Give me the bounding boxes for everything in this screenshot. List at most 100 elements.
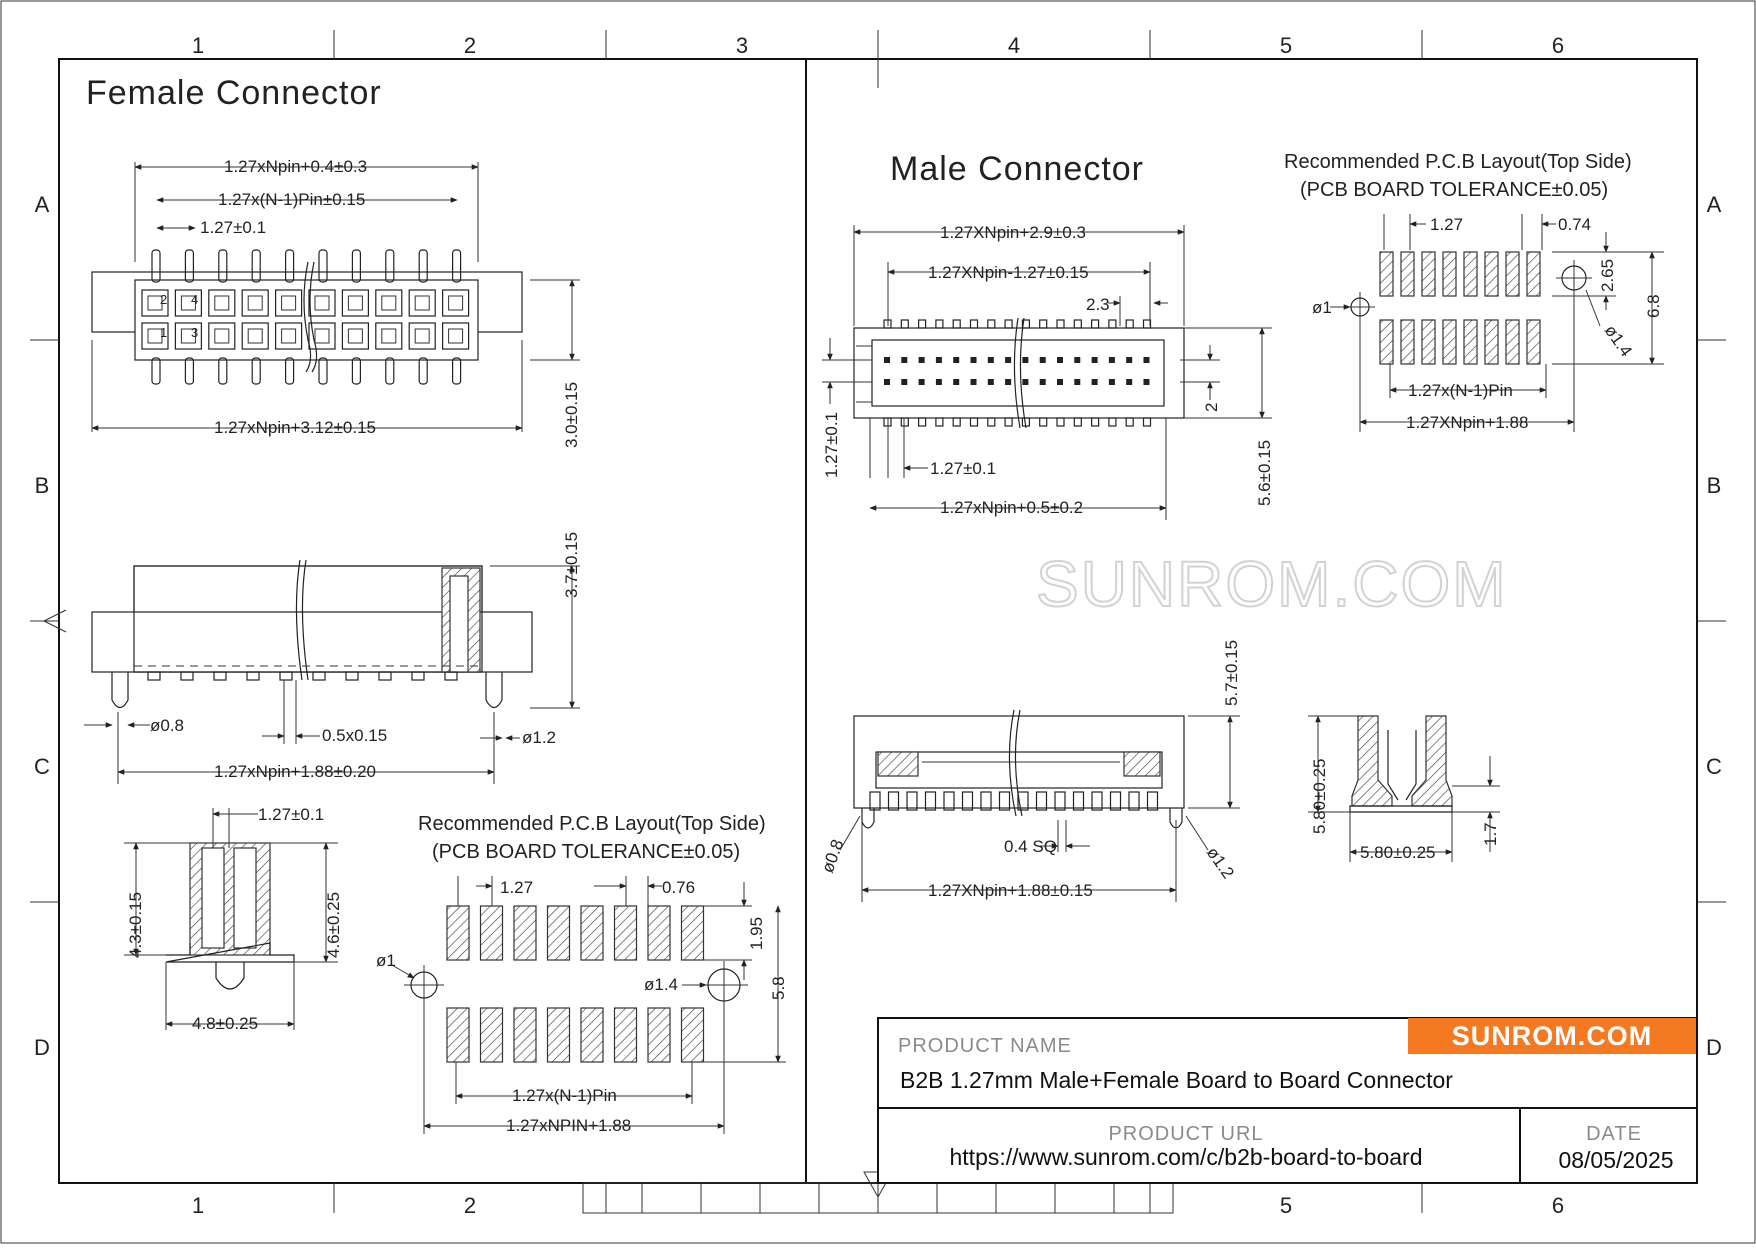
female-pin-top: [385, 249, 395, 283]
female-pcb-pad: [647, 1007, 671, 1063]
female-pin-top: [184, 249, 194, 283]
male-pcb-layout: Recommended P.C.B Layout(Top Side) (PCB …: [1284, 151, 1664, 432]
female-socket-inner: [381, 328, 397, 344]
male-side-pin: [943, 791, 955, 811]
female-socket-inner: [214, 295, 230, 311]
female-pin-top: [218, 249, 228, 283]
male-top-pin: [884, 357, 890, 363]
female-pcb-pad: [479, 1007, 504, 1063]
dim-female-body: 1.27xNpin+3.12±0.15: [214, 418, 376, 437]
grid-col-label: 6: [1552, 33, 1564, 58]
female-pin-bottom: [151, 357, 161, 385]
dim-male-pcb-hole-left: ø1: [1312, 298, 1332, 317]
male-side-view: 5.7±0.15 ø0.8 0.4 SQ ø1.2 1.27XNpin+1.88…: [818, 640, 1241, 902]
product-name-label: PRODUCT NAME: [898, 1035, 1072, 1057]
female-pcb-pad: [513, 1007, 537, 1063]
dim-female-peg: ø0.8: [150, 716, 184, 735]
female-pcb-pad: [613, 1007, 638, 1063]
male-top-pin: [1126, 379, 1133, 385]
male-top-pin: [1005, 357, 1012, 363]
female-pcb-pads: [446, 905, 705, 1063]
dim-female-pcb-hole-right: ø1.4: [644, 975, 678, 994]
male-top-pin: [1005, 379, 1012, 385]
male-top-lead: [969, 319, 979, 329]
female-pin-top: [285, 249, 295, 283]
female-socket-inner: [448, 295, 464, 311]
dim-female-pins: 1.27x(N-1)Pin±0.15: [218, 190, 365, 209]
dim-female-pin: 0.5x0.15: [322, 726, 387, 745]
dim-male-side-peg: ø0.8: [818, 837, 847, 875]
female-side-pin: [147, 671, 161, 681]
female-socket-inner: [180, 328, 196, 344]
female-pin-bottom: [184, 357, 194, 385]
male-top-pin: [935, 379, 942, 385]
dim-female-height: 3.0±0.15: [562, 382, 581, 448]
female-side-pin: [345, 671, 359, 681]
female-pcb-layout: Recommended P.C.B Layout(Top Side) (PCB …: [376, 813, 788, 1135]
male-side-pin: [980, 791, 992, 811]
dim-female-side-height: 3.7±0.15: [562, 532, 581, 598]
male-title: Male Connector: [890, 150, 1144, 188]
male-top-lead: [1108, 417, 1117, 427]
female-socket-grid: [141, 249, 470, 385]
dim-male-side-height: 5.7±0.15: [1222, 640, 1241, 706]
male-side-pin: [1017, 791, 1029, 811]
male-side-pin: [887, 791, 900, 811]
dim-male-end-standoff: 1.7: [1481, 822, 1500, 846]
male-pcb-pad: [1442, 319, 1457, 365]
male-top-pin: [1108, 357, 1115, 363]
male-top-pin: [1057, 379, 1063, 385]
watermark: SUNROM.COM: [1036, 548, 1508, 620]
male-top-pin: [970, 357, 977, 363]
female-socket-inner: [314, 328, 330, 344]
grid-row-label: D: [34, 1035, 50, 1060]
female-socket-inner: [147, 328, 163, 344]
female-socket: [241, 289, 269, 317]
dim-male-pcb-pitch: 1.27: [1430, 215, 1463, 234]
female-side-pin: [246, 671, 260, 681]
female-side-pin: [444, 671, 458, 681]
female-socket: [141, 322, 169, 350]
dim-male-pcb-pad: 0.74: [1558, 215, 1591, 234]
female-side-pins: [134, 665, 482, 681]
female-pcb-pad: [546, 1007, 571, 1063]
dim-male-row: 2: [1202, 403, 1221, 412]
dim-female-end-height-left: 4.3±0.15: [126, 892, 145, 958]
female-socket: [341, 322, 369, 350]
dim-male-pcb-gap: 2.65: [1598, 259, 1617, 292]
grid-row-label: C: [1706, 754, 1722, 779]
product-url-link[interactable]: https://www.sunrom.com/c/b2b-board-to-bo…: [950, 1144, 1423, 1170]
female-pin-top: [251, 249, 261, 283]
female-pcb-pad: [479, 905, 504, 961]
male-top-pin: [918, 357, 925, 363]
dim-female-pitch: 1.27±0.1: [200, 218, 266, 237]
male-top-pin: [901, 379, 908, 385]
female-pcb-pad: [680, 1007, 705, 1063]
female-pcb-pad: [513, 905, 537, 961]
female-pcb-pad: [647, 905, 671, 961]
male-top-pin: [970, 379, 977, 385]
dim-male-side-pin: 0.4 SQ: [1004, 837, 1057, 856]
female-socket: [275, 289, 303, 317]
female-socket: [174, 322, 202, 350]
female-socket-inner: [347, 328, 363, 344]
male-pcb-pad: [1526, 319, 1541, 365]
female-pcb-pad: [446, 1007, 470, 1063]
dim-female-pcb-pad: 0.76: [662, 878, 695, 897]
female-socket: [241, 322, 269, 350]
pin-label-3: 3: [191, 325, 198, 340]
male-top-pin: [1022, 379, 1029, 385]
pin-label-1: 1: [160, 325, 167, 340]
male-top-lead: [1090, 319, 1100, 329]
dim-male-left: 1.27±0.1: [822, 412, 841, 478]
female-title: Female Connector: [86, 74, 382, 112]
dim-male-pcb-total: 1.27XNpin+1.88: [1406, 413, 1528, 432]
dim-female-end-width: 4.8±0.25: [192, 1014, 258, 1033]
male-top-lead: [1142, 417, 1152, 427]
female-socket: [375, 322, 403, 350]
male-side-pin: [1109, 791, 1122, 811]
female-socket: [141, 289, 169, 317]
male-pcb-pad: [1484, 319, 1499, 365]
male-side-pin: [869, 791, 881, 811]
grid-row-label: B: [1707, 473, 1722, 498]
